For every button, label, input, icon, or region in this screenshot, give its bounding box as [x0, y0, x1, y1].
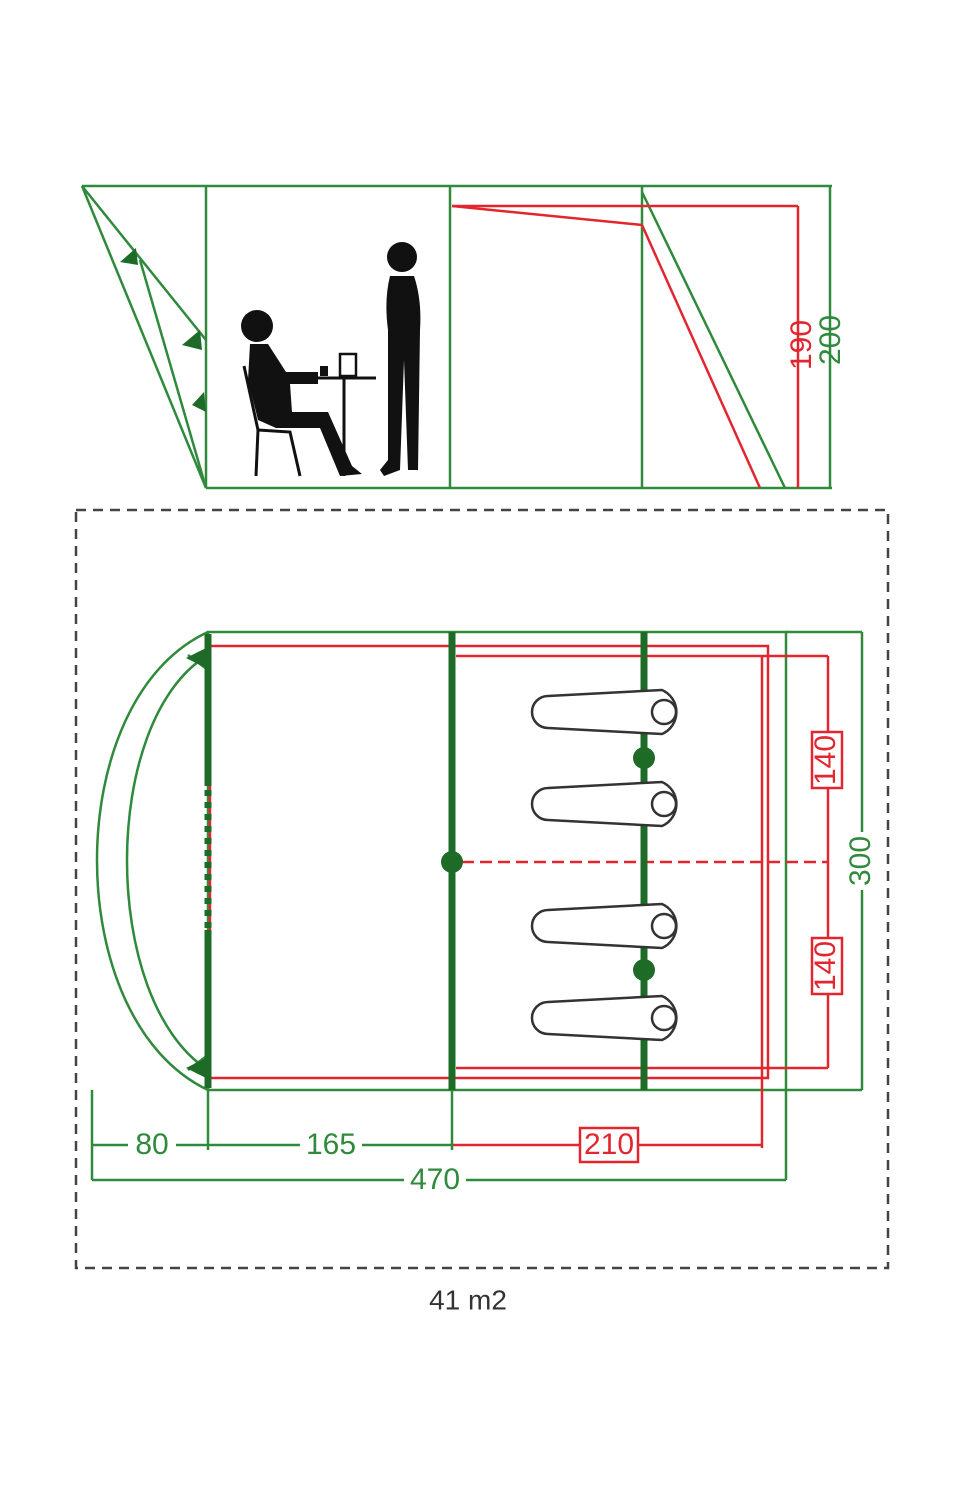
sleeping-bag-icon — [530, 994, 678, 1042]
bedroom-width-top: 140 — [809, 730, 844, 790]
pole-hubs — [441, 747, 655, 981]
sleeping-bag-icon — [530, 688, 678, 736]
side-view-outer-shell — [80, 184, 832, 490]
inner-height-label: 190 — [785, 320, 818, 370]
footprint-outline — [74, 508, 890, 1270]
bedroom-width-bottom-label: 140 — [809, 941, 842, 991]
seated-person-icon — [241, 310, 376, 477]
bedroom-width-top-label: 140 — [809, 735, 842, 785]
bedroom-length-label: 210 — [584, 1128, 634, 1161]
sleeping-bags — [530, 688, 678, 1042]
bedroom-width-bottom: 140 — [809, 936, 844, 996]
total-length-label: 470 — [410, 1163, 460, 1196]
living-length-label: 165 — [306, 1128, 356, 1161]
sleeping-bag-icon — [530, 902, 678, 950]
outer-height-label: 200 — [814, 315, 847, 365]
total-width-label: 300 — [844, 836, 877, 886]
total-width: 300 — [844, 832, 878, 890]
sleeping-bag-icon — [530, 780, 678, 828]
side-view-inner-tent — [451, 204, 800, 489]
canopy-depth-label: 80 — [135, 1128, 168, 1161]
guy-rope-peg-icon — [120, 248, 206, 412]
guy-rope-peg-icon — [186, 648, 206, 1078]
standing-person-icon — [380, 242, 421, 476]
footprint-area-label: 41 m2 — [429, 1284, 507, 1315]
side-view: 190 200 — [80, 184, 847, 490]
floor-plan: 140 140 300 80 165 210 470 — [90, 630, 878, 1197]
floor-plan-inner-tent — [208, 644, 830, 1148]
floor-plan-outer-shell — [95, 630, 864, 1092]
